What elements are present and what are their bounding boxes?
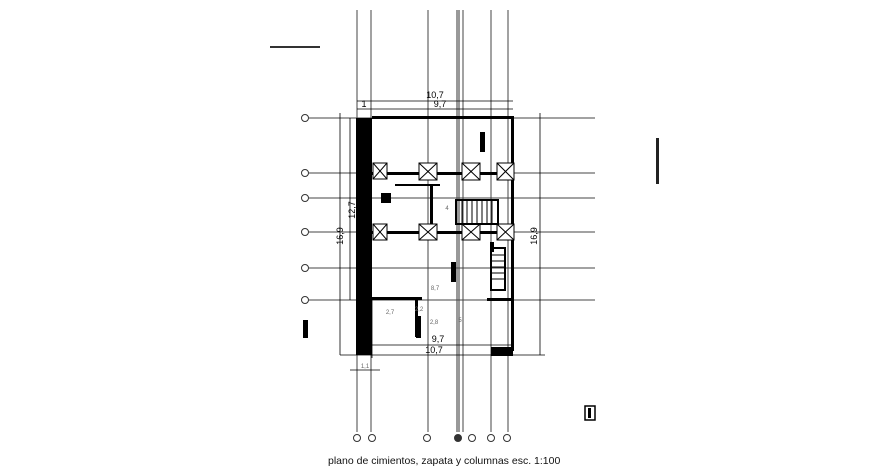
dim-top-overall: 10,7 bbox=[426, 90, 444, 100]
dim-inner: 2,8 bbox=[430, 320, 439, 326]
bottom-axis-bubbles bbox=[353, 434, 511, 442]
stairs bbox=[455, 199, 506, 291]
dim-left-inner: 12,7 bbox=[347, 201, 357, 219]
dim-inner: 2,2 bbox=[415, 307, 424, 313]
dim-inner: 8,7 bbox=[431, 286, 440, 292]
dim-top-right: 9,7 bbox=[434, 99, 447, 109]
dim-bottom-small: 1,1 bbox=[361, 364, 370, 370]
dim-inner: 4 bbox=[445, 206, 449, 212]
dim-inner: 5 bbox=[458, 318, 462, 324]
dim-bottom-overall: 10,7 bbox=[425, 345, 443, 355]
dim-bottom-inner: 9,7 bbox=[432, 334, 445, 344]
vertical-note-mark bbox=[656, 138, 659, 184]
left-axis-bubbles bbox=[301, 114, 309, 304]
columns bbox=[303, 132, 494, 338]
footings bbox=[372, 162, 515, 241]
vertical-grid-lines bbox=[356, 10, 509, 432]
dim-left-overall: 16,9 bbox=[335, 227, 345, 245]
drawing-caption: plano de cimientos, zapata y columnas es… bbox=[328, 455, 561, 467]
note-mark bbox=[270, 46, 320, 48]
north-symbol-icon bbox=[584, 405, 596, 421]
dim-top-left: 1 bbox=[361, 99, 366, 109]
dimension-labels: 10,7 1 9,7 16,9 12,7 16,9 9,7 10,7 1,1 8… bbox=[335, 90, 539, 370]
dim-inner: 2,7 bbox=[386, 310, 395, 316]
dim-right-overall: 16,9 bbox=[529, 227, 539, 245]
dimension-lines bbox=[339, 100, 545, 371]
